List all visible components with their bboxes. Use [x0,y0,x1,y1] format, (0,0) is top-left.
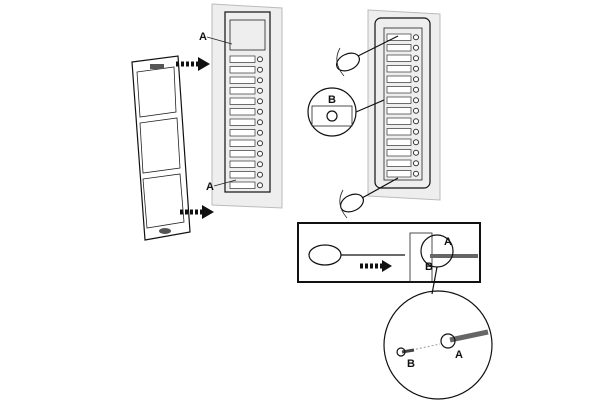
call-button [257,66,263,73]
call-button [413,107,419,114]
call-button [413,149,419,156]
call-button [257,140,263,147]
call-button [257,150,263,157]
arrow-bottom [180,205,214,219]
label-B-box: B [425,261,433,273]
call-button [413,44,419,51]
button-slot [386,86,412,94]
button-slot [229,118,256,126]
call-button [257,77,263,84]
button-slot [386,117,412,125]
call-button [413,170,419,177]
button-slot [229,129,256,137]
call-button [413,34,419,41]
screwdriver-top-icon [336,35,399,77]
label-A-bottom: A [206,181,214,193]
button-slot [229,76,256,84]
button-slot [229,55,256,63]
button-slot [229,97,256,105]
detail-circle-B [307,87,385,137]
back-panel [211,3,283,209]
button-slot [386,138,412,146]
screw-detail-box [297,222,481,295]
button-slot [386,44,412,52]
screwdriver-bottom-icon [339,177,399,219]
label-B-detail: B [328,94,336,106]
call-button [413,55,419,62]
call-button [257,119,263,126]
call-button [413,139,419,146]
button-slot [386,107,412,115]
call-button [413,128,419,135]
call-button [413,65,419,72]
button-slot [386,33,412,41]
button-slot [386,75,412,83]
call-button [257,108,263,115]
button-slot [229,87,256,95]
call-button [257,129,263,136]
label-A-zoom: A [455,349,463,361]
call-button [257,56,263,63]
call-button [257,161,263,168]
button-slot [386,65,412,73]
button-slot [229,150,256,158]
call-button [257,171,263,178]
button-slot [386,54,412,62]
call-button [257,98,263,105]
label-A-box: A [444,236,452,248]
button-slot [386,170,412,178]
call-button [413,118,419,125]
button-slot [229,160,256,168]
zoom-circle [383,290,493,400]
call-button [257,87,263,94]
call-button [257,182,263,189]
button-slot [386,96,412,104]
button-slot [229,139,256,147]
front-frame [131,55,191,241]
button-slot [386,159,412,167]
right-panel [367,9,441,201]
button-slot [229,171,256,179]
button-slot [386,128,412,136]
button-slot [229,66,256,74]
call-button [413,76,419,83]
button-slot [386,149,412,157]
call-button [413,86,419,93]
arrow-top [176,57,210,71]
leader-line [206,36,233,45]
leader-line [213,179,237,187]
call-button [413,160,419,167]
button-slot [229,108,256,116]
button-slot [229,181,256,189]
label-A-top: A [199,31,207,43]
call-button [413,97,419,104]
label-B-zoom: B [407,358,415,370]
